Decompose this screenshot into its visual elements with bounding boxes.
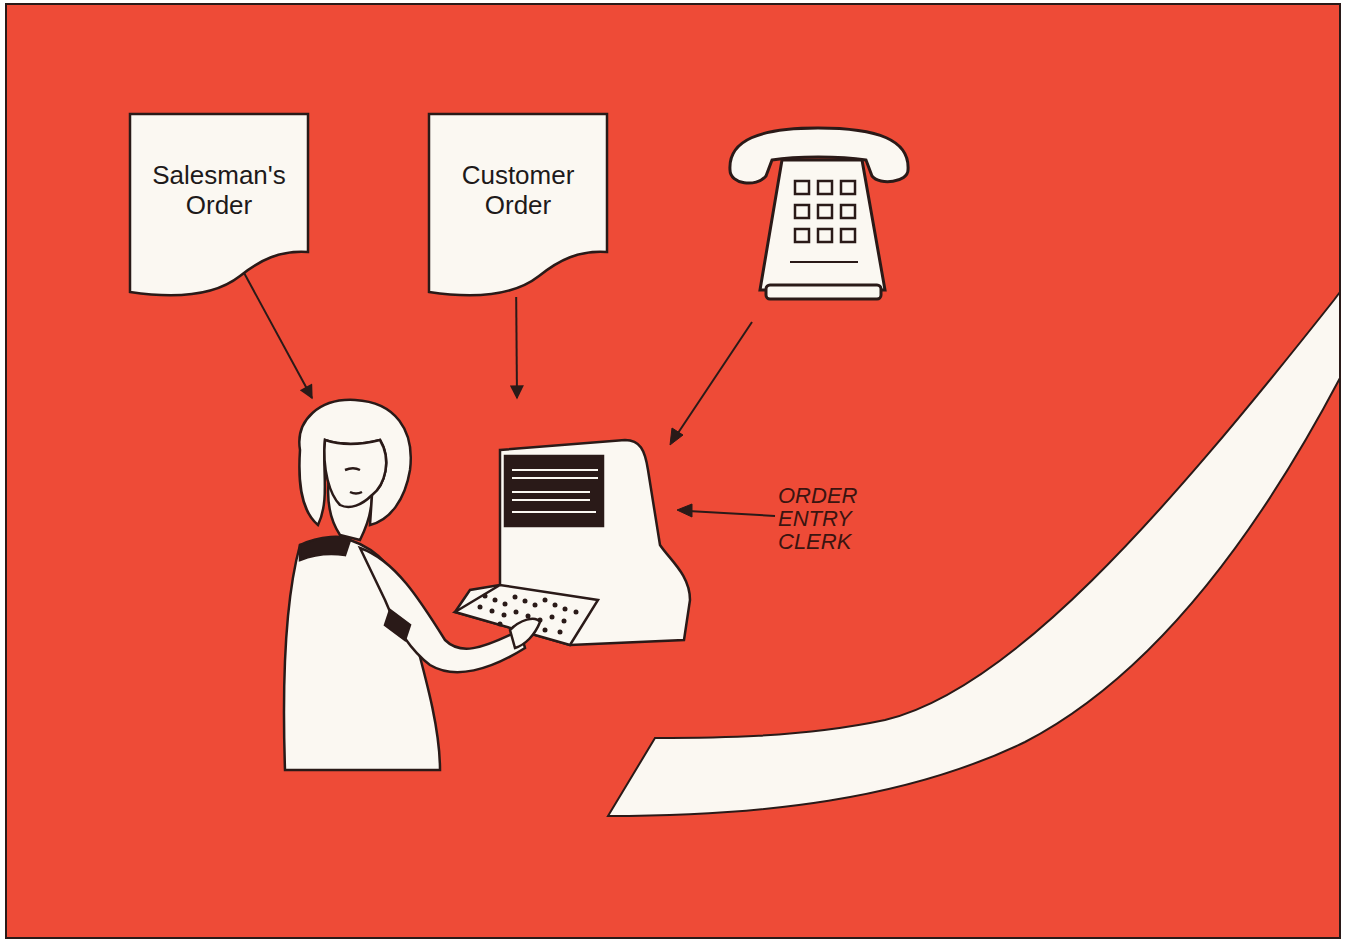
document-label: Salesman's Order [128,112,310,220]
document-label: Customer Order [427,112,609,220]
clerk-station: ORDER ENTRY CLERK [290,398,890,770]
flow-arrow [515,297,518,398]
flow-arrow [241,267,312,398]
callout-label: ORDER ENTRY CLERK [778,484,878,553]
red-panel [6,4,1340,938]
curved-band [608,292,1340,816]
telephone [730,128,908,299]
leader-arrow [677,504,775,517]
clerk-figure [284,400,540,770]
document-shape: Customer Order [427,112,609,297]
terminal [455,440,690,645]
phone-arrow [670,322,752,445]
document-shape: Salesman's Order [128,112,310,297]
